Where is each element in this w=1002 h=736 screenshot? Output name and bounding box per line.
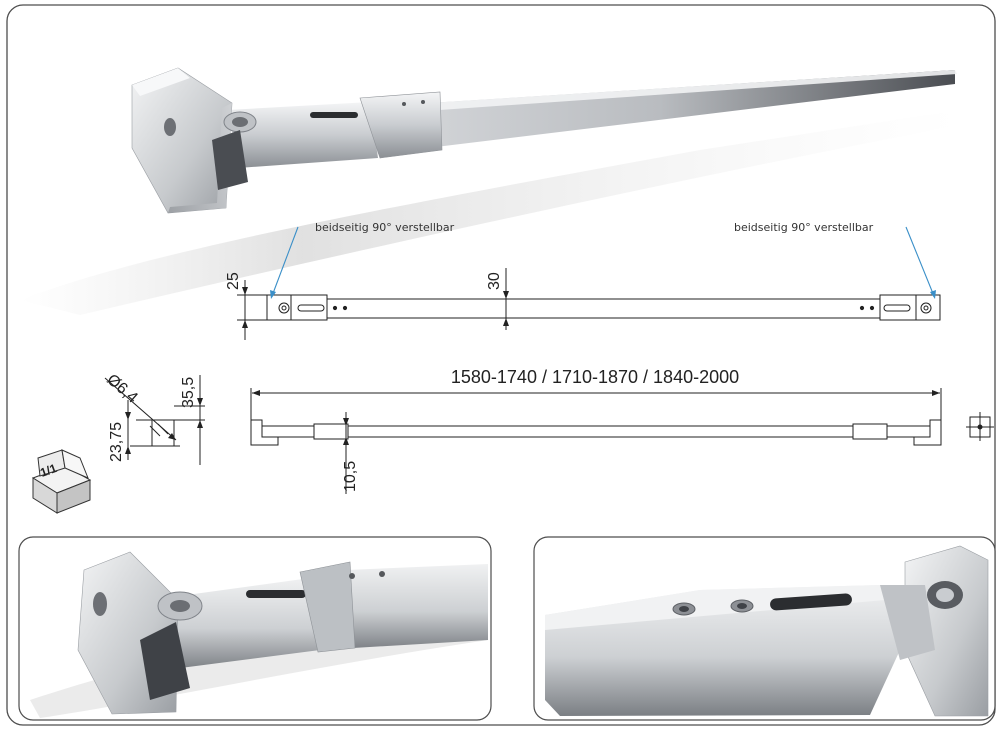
dimension-arrows-top xyxy=(242,287,509,328)
dimension-diameter-label: Ø6,4 xyxy=(103,371,140,407)
callout-arrowheads xyxy=(270,290,936,299)
package-box-icon xyxy=(31,449,92,514)
dimension-arrows-side xyxy=(252,390,940,445)
callout-left-label: beidseitig 90° verstellbar xyxy=(315,221,455,234)
drawing-section-detail xyxy=(104,375,205,465)
drawing-top-view xyxy=(237,268,941,340)
dimension-23-75-label: 23,75 xyxy=(108,422,125,462)
drawing-end-view xyxy=(966,412,994,441)
product-render-main xyxy=(20,67,960,315)
drawing-side-view xyxy=(250,388,942,494)
dimension-25-label: 25 xyxy=(225,272,242,290)
dimension-30-label: 30 xyxy=(486,272,503,290)
detail-photo-left xyxy=(18,536,492,721)
dimension-length-label: 1580-1740 / 1710-1870 / 1840-2000 xyxy=(451,367,739,387)
package-quantity-label: 1/1 xyxy=(38,461,59,480)
dimension-35-5-label: 35,5 xyxy=(180,377,197,408)
callout-lines xyxy=(271,226,935,297)
detail-photo-right xyxy=(533,536,996,721)
outer-frame xyxy=(6,4,996,726)
dimension-arrows-section xyxy=(125,398,203,454)
dimension-10-5-label: 10,5 xyxy=(342,461,359,492)
callout-right-label: beidseitig 90° verstellbar xyxy=(734,221,874,234)
